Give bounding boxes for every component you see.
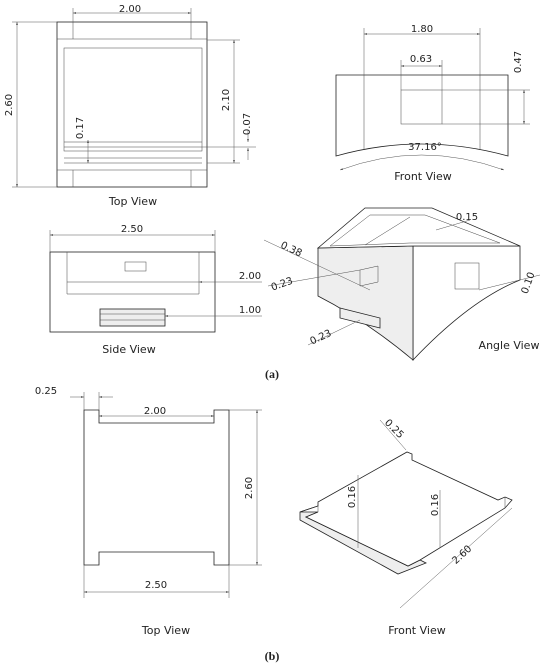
angle-view-front-face bbox=[317, 245, 414, 361]
front-view-arc-dim: 37.16° bbox=[408, 142, 442, 153]
angle-dim-c: 0.23 bbox=[270, 276, 295, 294]
caption-b: (b) bbox=[265, 649, 280, 663]
front-view-label-a: Front View bbox=[394, 170, 451, 183]
top-view-gap-dim: 0.07 bbox=[242, 113, 253, 135]
top-view-height-dim: 2.60 bbox=[4, 94, 15, 116]
angle-view-label: Angle View bbox=[479, 339, 540, 352]
b-top-view-outline bbox=[83, 409, 230, 566]
front-view-window-dim: 0.63 bbox=[410, 54, 432, 65]
b-top-view-label: Top View bbox=[141, 624, 190, 637]
top-view-inner-frame bbox=[63, 47, 203, 152]
side-view-top-slot bbox=[124, 261, 147, 272]
b-top-notch-dim: 0.25 bbox=[35, 386, 57, 397]
top-view-inner-dim: 2.10 bbox=[221, 89, 232, 111]
b-front-length-dim: 2.60 bbox=[450, 544, 474, 567]
b-front-t2-dim: 0.16 bbox=[430, 494, 441, 516]
side-view-slot-dim: 2.00 bbox=[239, 271, 261, 282]
panel-a-front-view: 1.80 0.63 0.47 37.16° Front View bbox=[335, 24, 530, 183]
angle-dim-e: 0.10 bbox=[520, 271, 538, 296]
top-view-outline bbox=[56, 21, 208, 188]
b-front-t1-dim: 0.16 bbox=[347, 486, 358, 508]
top-view-width-dim: 2.00 bbox=[119, 4, 141, 15]
angle-view-top-rim bbox=[316, 207, 521, 249]
side-view-tab-dim: 1.00 bbox=[239, 305, 261, 316]
side-view-width-dim: 2.50 bbox=[121, 224, 143, 235]
b-front-view-label: Front View bbox=[388, 624, 445, 637]
side-view-tab bbox=[99, 308, 166, 327]
angle-dim-a: 0.15 bbox=[456, 212, 478, 223]
panel-b-top-view: 0.25 2.00 2.60 2.50 Top View bbox=[35, 386, 262, 637]
b-top-inner-dim: 2.00 bbox=[144, 406, 166, 417]
angle-dim-b: 0.38 bbox=[279, 240, 304, 259]
angle-view-tab bbox=[339, 307, 381, 329]
front-view-window bbox=[400, 89, 443, 125]
front-view-outline bbox=[335, 74, 509, 157]
caption-a: (a) bbox=[265, 367, 279, 381]
panel-b-front-view: 0.25 0.16 0.16 2.60 Front View bbox=[299, 417, 513, 637]
angle-view-front-window bbox=[359, 265, 379, 287]
b-top-width-dim: 2.50 bbox=[145, 580, 167, 591]
front-view-window-h-dim: 0.47 bbox=[513, 51, 524, 73]
angle-dim-d: 0.23 bbox=[309, 328, 334, 347]
angle-view-side-window bbox=[454, 262, 480, 290]
b-top-length-dim: 2.60 bbox=[244, 477, 255, 499]
panel-a-angle-view: 0.15 0.38 0.23 0.23 0.10 Angle View bbox=[263, 207, 541, 362]
top-view-lip-dim: 0.17 bbox=[75, 117, 86, 139]
b-front-plate bbox=[299, 451, 513, 567]
side-view-label: Side View bbox=[102, 343, 155, 356]
panel-a-side-view: 2.50 2.00 1.00 Side View bbox=[49, 224, 262, 356]
top-view-label-a: Top View bbox=[108, 195, 157, 208]
front-view-width-dim: 1.80 bbox=[411, 24, 433, 35]
panel-a-top-view: 2.00 2.60 2.10 0.07 0.17 Top View bbox=[4, 4, 256, 208]
b-front-notch-dim: 0.25 bbox=[382, 417, 406, 441]
